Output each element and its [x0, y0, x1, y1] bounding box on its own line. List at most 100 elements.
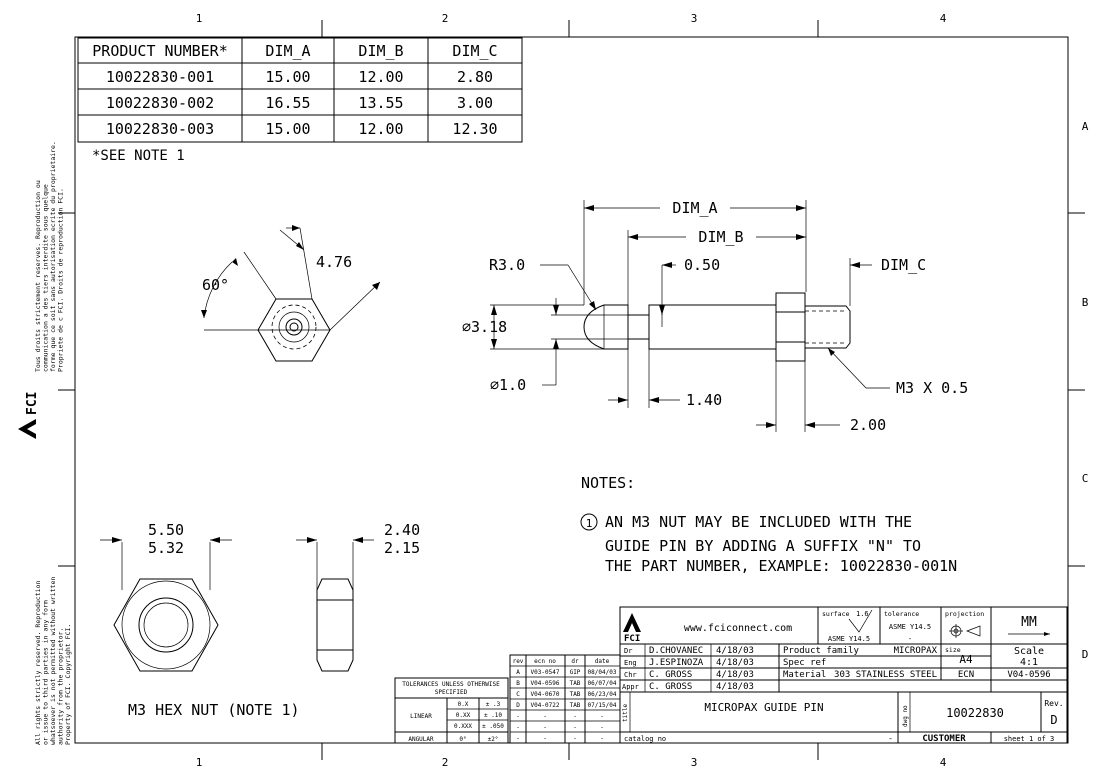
svg-text:V04-0596: V04-0596 — [531, 680, 560, 687]
nut-thick-2: 2.15 — [384, 539, 420, 557]
svg-text:communication a des tiers inte: communication a des tiers interdite sous… — [42, 184, 50, 372]
zone-top-4: 4 — [940, 12, 947, 25]
hex-nut-side-view — [296, 537, 374, 672]
tolerance-title: SPECIFIED — [435, 689, 468, 696]
svg-text:TAB: TAB — [570, 691, 581, 698]
svg-text:4/18/03: 4/18/03 — [716, 670, 754, 680]
fci-logo-icon — [623, 613, 641, 632]
zone-top-2: 2 — [442, 12, 449, 25]
units: MM — [1021, 615, 1037, 630]
angular-label: ANGULAR — [408, 736, 434, 743]
svg-text:surface: surface — [822, 610, 849, 618]
dim-table-cell: 3.00 — [457, 94, 493, 112]
fci-logo-left: FCI — [18, 392, 40, 439]
svg-text:± .10: ± .10 — [484, 712, 502, 719]
dim-table-header-dim-c: DIM_C — [452, 42, 497, 60]
radius-label: R3.0 — [489, 256, 525, 274]
svg-text:C. GROSS: C. GROSS — [649, 682, 692, 692]
svg-text:07/15/04: 07/15/04 — [588, 702, 617, 709]
dim-table-footnote: *SEE NOTE 1 — [92, 148, 185, 164]
svg-text:4:1: 4:1 — [1020, 657, 1038, 668]
svg-text:06/23/04: 06/23/04 — [588, 691, 617, 698]
svg-text:TAB: TAB — [570, 702, 581, 709]
svg-text:Dr: Dr — [624, 647, 632, 655]
note-line: AN M3 NUT MAY BE INCLUDED WITH THE — [605, 513, 912, 531]
zone-bottom-1: 1 — [196, 756, 203, 769]
dim-table-cell: 13.55 — [358, 94, 403, 112]
dim-table-header-product: PRODUCT NUMBER* — [92, 42, 227, 60]
zone-bottom-4: 4 — [940, 756, 947, 769]
svg-text:-: - — [516, 735, 520, 742]
zone-top-1: 1 — [196, 12, 203, 25]
svg-text:authority from the proprietor.: authority from the proprietor. — [57, 628, 65, 745]
svg-text:-: - — [573, 724, 577, 731]
svg-text:0.XXX: 0.XXX — [454, 723, 472, 730]
dia-10-label: ⌀1.0 — [490, 376, 526, 394]
svg-text:A: A — [516, 669, 520, 676]
dim-c-label: DIM_C — [881, 256, 926, 274]
svg-text:0°: 0° — [459, 736, 466, 743]
svg-text:MICROPAX: MICROPAX — [894, 646, 938, 656]
svg-text:Spec ref: Spec ref — [783, 658, 826, 668]
projection-symbol-icon — [949, 624, 981, 638]
zone-right-d: D — [1082, 648, 1089, 661]
svg-text:± .050: ± .050 — [482, 723, 504, 730]
svg-text:-: - — [888, 734, 893, 743]
svg-text:V04-0670: V04-0670 — [531, 691, 560, 698]
tolerance-title: TOLERANCES UNLESS OTHERWISE — [402, 681, 500, 688]
drawing-number: 10022830 — [946, 706, 1004, 720]
svg-text:Property of FCI. Copyright FCI: Property of FCI. Copyright FCI. — [64, 624, 72, 745]
svg-text:Appr: Appr — [622, 683, 639, 691]
svg-text:whatsoever is not permitted wi: whatsoever is not permitted without writ… — [49, 577, 57, 745]
svg-text:Material: Material — [783, 670, 826, 680]
dimension-table: PRODUCT NUMBER* DIM_A DIM_B DIM_C 100228… — [77, 37, 523, 143]
dim-table-cell: 10022830-002 — [106, 94, 214, 112]
dim-table-cell: 12.00 — [358, 68, 403, 86]
dim-table-cell: 15.00 — [265, 120, 310, 138]
svg-text:D.CHOVANEC: D.CHOVANEC — [649, 646, 703, 656]
svg-text:08/04/03: 08/04/03 — [588, 669, 617, 676]
svg-text:-: - — [543, 724, 547, 731]
svg-text:4/18/03: 4/18/03 — [716, 658, 754, 668]
svg-text:4/18/03: 4/18/03 — [716, 682, 754, 692]
svg-text:-: - — [600, 713, 604, 720]
title-block: FCI www.fciconnect.com surface 1.6 ASME … — [619, 606, 1068, 744]
svg-text:GIP: GIP — [570, 669, 581, 676]
svg-text:Eng: Eng — [624, 659, 637, 667]
notes-title: NOTES: — [581, 474, 635, 492]
nut-caption: M3 HEX NUT (NOTE 1) — [128, 701, 300, 719]
svg-text:-: - — [573, 713, 577, 720]
svg-text:V04-0722: V04-0722 — [531, 702, 560, 709]
surface-finish-icon — [848, 609, 873, 633]
svg-text:-: - — [908, 635, 912, 643]
svg-text:FCI: FCI — [624, 634, 640, 644]
dim-050-label: 0.50 — [684, 256, 720, 274]
svg-text:4/18/03: 4/18/03 — [716, 646, 754, 656]
dim-a-label: DIM_A — [672, 199, 717, 217]
dim-table-cell: 12.00 — [358, 120, 403, 138]
zone-right-b: B — [1082, 296, 1089, 309]
svg-text:-: - — [600, 724, 604, 731]
svg-text:D: D — [516, 702, 520, 709]
svg-text:-: - — [543, 735, 547, 742]
dim-table-cell: 10022830-001 — [106, 68, 214, 86]
svg-text:C. GROSS: C. GROSS — [649, 670, 692, 680]
nut-thick-1: 2.40 — [384, 521, 420, 539]
dim-b-label: DIM_B — [698, 228, 743, 246]
svg-text:Propriete de c FCI. Droits de: Propriete de c FCI. Droits de reproducti… — [57, 188, 65, 372]
dim-200-label: 2.00 — [850, 416, 886, 434]
svg-text:TAB: TAB — [570, 680, 581, 687]
zone-right-a: A — [1082, 120, 1089, 133]
svg-text:-: - — [543, 713, 547, 720]
svg-text:dr: dr — [571, 658, 579, 665]
drawing-title: MICROPAX GUIDE PIN — [704, 701, 823, 714]
svg-text:-: - — [516, 713, 520, 720]
svg-text:-: - — [573, 735, 577, 742]
nut-width-1: 5.50 — [148, 521, 184, 539]
zone-right-c: C — [1082, 472, 1089, 485]
svg-text:rev: rev — [513, 658, 524, 665]
dim-table-header-dim-a: DIM_A — [265, 42, 310, 60]
website: www.fciconnect.com — [684, 623, 792, 634]
svg-text:Rev.: Rev. — [1044, 699, 1063, 708]
svg-text:V03-0547: V03-0547 — [531, 669, 560, 676]
